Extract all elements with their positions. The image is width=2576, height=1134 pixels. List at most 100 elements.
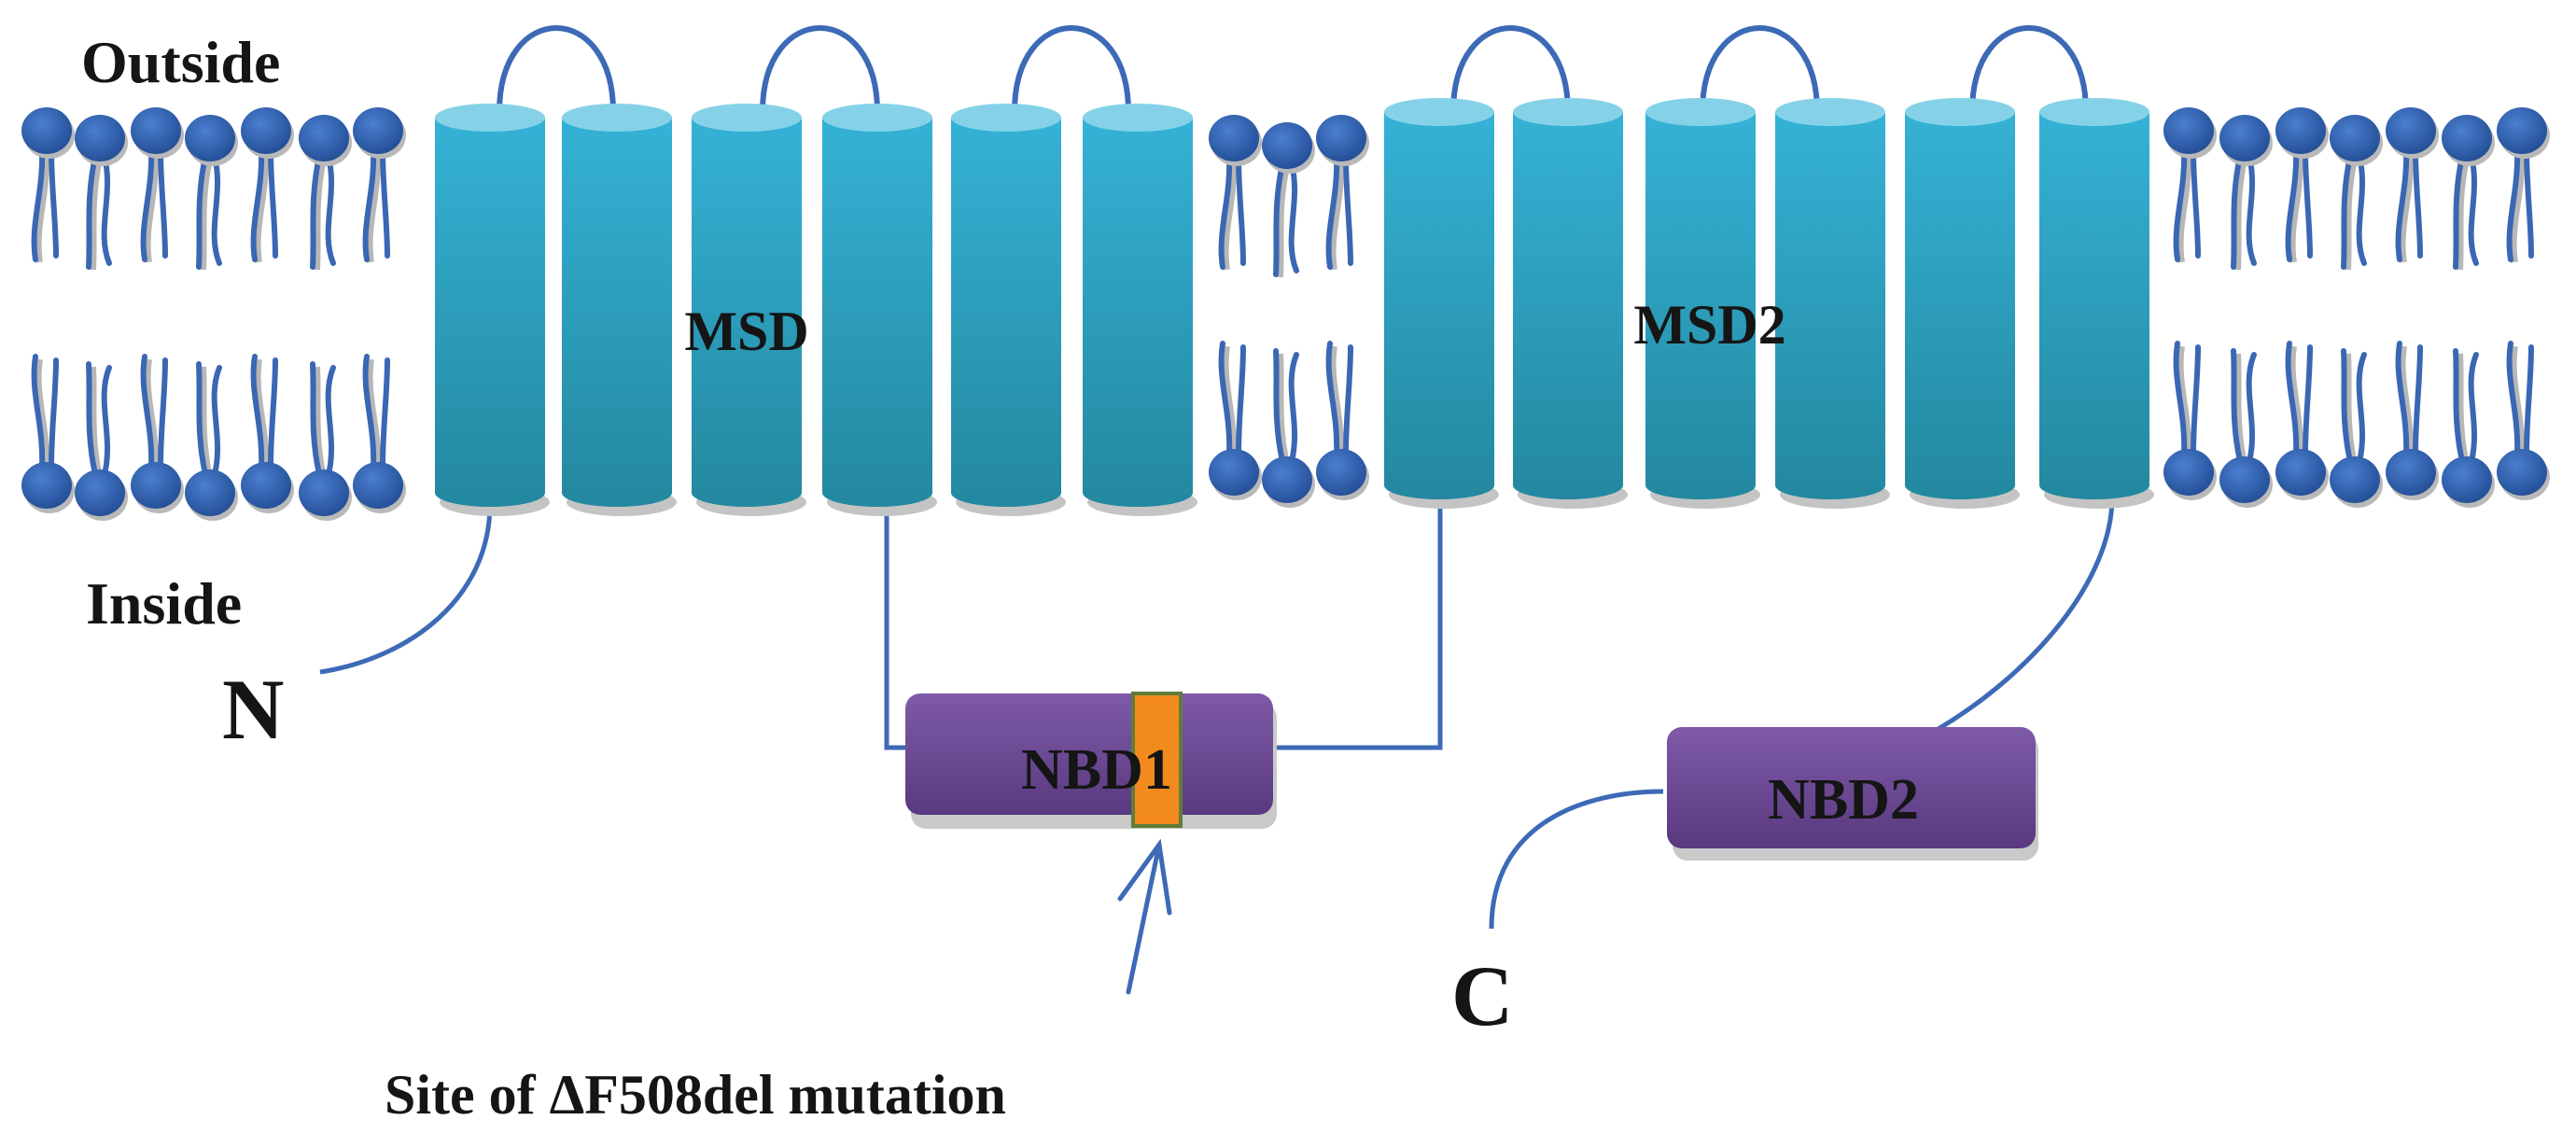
nbd1-label: NBD1 xyxy=(1021,738,1172,802)
n-terminus-label: N xyxy=(222,662,284,757)
msd2-helix-5 xyxy=(1905,98,2020,509)
msd2-helix-3-body xyxy=(1645,112,1756,499)
mutation-arrow-head xyxy=(1117,838,1172,916)
loop-msd1-3-4 xyxy=(760,25,880,113)
lipid-inner-right-4 xyxy=(2330,348,2383,508)
lipid-outer-middle-3 xyxy=(1316,115,1369,271)
outside-label: Outside xyxy=(81,29,280,95)
msd2-to-nbd2-line xyxy=(1935,497,2115,733)
lipid-outer-middle-2 xyxy=(1262,122,1315,278)
msd2-helix-1 xyxy=(1384,98,1499,509)
lipid-inner-left-5 xyxy=(241,354,294,513)
msd2-helix-2-body xyxy=(1513,112,1623,499)
inside-label: Inside xyxy=(86,570,242,637)
msd1-helix-6-cap xyxy=(1083,104,1193,132)
lipid-inner-middle-2 xyxy=(1262,348,1315,508)
nbd2-domain: NBD2 xyxy=(1667,727,2038,861)
lipid-inner-right-1 xyxy=(2163,341,2217,500)
lipid-outer-right-4 xyxy=(2330,115,2383,271)
msd2-helix-3-cap xyxy=(1645,98,1756,126)
msd2-helix-2 xyxy=(1513,98,1628,509)
msd1-helix-5 xyxy=(951,104,1066,516)
msd2-helix-5-body xyxy=(1905,112,2015,499)
nbd1-to-msd2-line xyxy=(1273,497,1443,750)
lipid-inner-left-3 xyxy=(131,354,184,513)
lipid-bilayer-inner-right xyxy=(2163,341,2550,508)
lipid-outer-right-5 xyxy=(2386,107,2439,263)
mutation-site-marker xyxy=(1131,692,1183,828)
msd2-helix-6-body xyxy=(2039,112,2149,499)
lipid-inner-left-2 xyxy=(75,361,128,521)
msd1-helix-3-body xyxy=(692,118,802,507)
msd1-helix-4-body xyxy=(822,118,932,507)
lipid-inner-middle-1 xyxy=(1209,341,1262,500)
lipid-outer-right-3 xyxy=(2275,107,2329,263)
lipid-bilayer-inner-left xyxy=(21,354,406,521)
nbd1-domain: NBD1 xyxy=(905,692,1277,829)
loop-msd1-1-2 xyxy=(497,25,616,113)
msd2-helix-2-cap xyxy=(1513,98,1623,126)
extracellular-loops xyxy=(497,25,2089,113)
lipid-outer-right-2 xyxy=(2219,115,2273,271)
nbd2-label: NBD2 xyxy=(1768,768,1919,832)
mutation-site-caption: Site of ΔF508del mutation xyxy=(385,1064,1006,1126)
msd2-label: MSD2 xyxy=(1633,294,1785,356)
msd1-helix-1-body xyxy=(435,118,545,507)
msd1-helix-1-cap xyxy=(435,104,545,132)
lipid-inner-right-6 xyxy=(2442,348,2495,508)
lipid-outer-right-7 xyxy=(2497,107,2550,263)
intracellular-connectors xyxy=(319,497,2115,930)
msd2-helix-6-cap xyxy=(2039,98,2149,126)
lipid-inner-right-7 xyxy=(2497,341,2550,500)
lipid-outer-left-7 xyxy=(353,107,406,263)
lipid-outer-left-5 xyxy=(241,107,294,263)
lipid-outer-left-2 xyxy=(75,115,128,271)
lipid-inner-right-2 xyxy=(2219,348,2273,508)
lipid-outer-left-1 xyxy=(21,107,75,263)
msd1-label: MSD xyxy=(684,301,808,362)
lipid-inner-left-7 xyxy=(353,354,406,513)
msd2-helices xyxy=(1384,98,2154,509)
msd2-helix-4 xyxy=(1775,98,1890,509)
lipid-outer-left-4 xyxy=(185,115,238,271)
nbd2-box xyxy=(1667,727,2036,848)
msd1-helix-6 xyxy=(1083,104,1197,516)
lipid-outer-middle-1 xyxy=(1209,115,1262,271)
lipid-outer-right-6 xyxy=(2442,115,2495,271)
msd1-helix-6-body xyxy=(1083,118,1193,507)
msd2-helix-4-cap xyxy=(1775,98,1885,126)
msd1-helix-4 xyxy=(822,104,937,516)
lipid-inner-left-1 xyxy=(21,354,75,513)
c-terminal-tail xyxy=(1489,789,1664,930)
msd1-helix-3-cap xyxy=(692,104,802,132)
msd1-helix-5-cap xyxy=(951,104,1061,132)
loop-msd2-1-2 xyxy=(1450,25,1571,113)
msd1-helix-5-body xyxy=(951,118,1061,507)
n-terminal-tail xyxy=(319,503,493,675)
msd2-helix-5-cap xyxy=(1905,98,2015,126)
msd1-helix-2-cap xyxy=(562,104,672,132)
lipid-bilayer-outer-left xyxy=(21,107,406,271)
lipid-inner-right-5 xyxy=(2386,341,2439,500)
loop-msd2-5-6 xyxy=(1969,25,2089,113)
lipid-inner-left-4 xyxy=(185,361,238,521)
lipid-inner-left-6 xyxy=(299,361,352,521)
msd1-helix-1 xyxy=(435,104,550,516)
msd2-helix-6 xyxy=(2039,98,2154,509)
msd1-helix-3 xyxy=(692,104,806,516)
lipid-outer-left-3 xyxy=(131,107,184,263)
loop-msd2-3-4 xyxy=(1700,25,1820,113)
c-terminus-label: C xyxy=(1451,948,1513,1043)
msd1-helices xyxy=(435,104,1197,516)
mutation-arrow-shaft xyxy=(1126,842,1162,995)
msd2-helix-4-body xyxy=(1775,112,1885,499)
mutation-arrow xyxy=(1117,838,1172,995)
msd1-helix-2 xyxy=(562,104,677,516)
lipid-outer-left-6 xyxy=(299,115,352,271)
lipid-outer-right-1 xyxy=(2163,107,2217,263)
msd1-to-nbd1-line xyxy=(884,502,907,750)
lipid-inner-right-3 xyxy=(2275,341,2329,500)
msd1-helix-4-cap xyxy=(822,104,932,132)
loop-msd1-5-6 xyxy=(1012,25,1131,113)
